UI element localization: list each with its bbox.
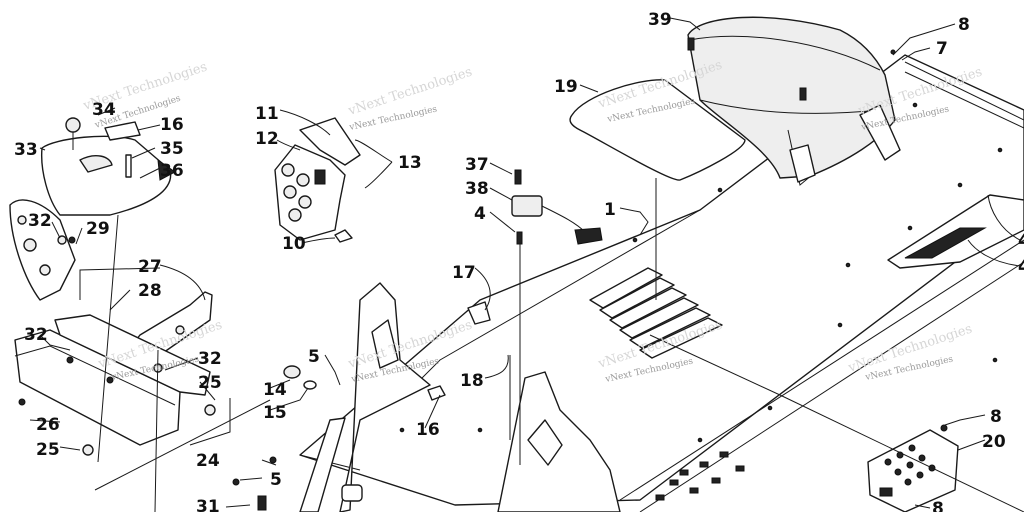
console-cover bbox=[40, 117, 176, 216]
callout-8: 8 bbox=[958, 15, 970, 35]
callout-18: 18 bbox=[460, 371, 484, 391]
callout-35: 35 bbox=[160, 139, 184, 159]
callout-29: 29 bbox=[86, 219, 110, 239]
side-rail bbox=[887, 194, 1024, 269]
seat-mat bbox=[569, 79, 746, 181]
callout-28: 28 bbox=[138, 281, 162, 301]
heat-shield-plate bbox=[867, 429, 959, 512]
steering-post bbox=[299, 417, 363, 512]
callout-36: 36 bbox=[160, 161, 184, 181]
callout-10: 10 bbox=[282, 234, 306, 254]
callout-32: 32 bbox=[28, 211, 52, 231]
callout-8: 8 bbox=[932, 499, 944, 512]
callout-24: 24 bbox=[196, 451, 220, 471]
callout-14: 14 bbox=[263, 380, 287, 400]
callout-5: 5 bbox=[270, 470, 282, 490]
callout-16: 16 bbox=[160, 115, 184, 135]
callout-13: 13 bbox=[398, 153, 422, 173]
callout-37: 37 bbox=[465, 155, 489, 175]
callout-39: 39 bbox=[648, 10, 672, 30]
callout-27: 27 bbox=[138, 257, 162, 277]
wire-harness bbox=[511, 169, 603, 245]
running-board bbox=[14, 314, 211, 446]
callout-32: 32 bbox=[24, 325, 48, 345]
callout-4: 4 bbox=[474, 204, 486, 224]
callout-4: 4 bbox=[1018, 257, 1024, 277]
front-bulkhead-left bbox=[339, 282, 431, 512]
callout-15: 15 bbox=[263, 403, 287, 423]
callout-4: 4 bbox=[1018, 231, 1024, 251]
tunnel-frame bbox=[299, 54, 1024, 512]
side-panel-left bbox=[9, 199, 76, 301]
callout-38: 38 bbox=[465, 179, 489, 199]
callout-8: 8 bbox=[990, 407, 1002, 427]
callout-11: 11 bbox=[255, 104, 279, 124]
tunnel-holes bbox=[655, 451, 745, 501]
callout-34: 34 bbox=[92, 100, 116, 120]
callout-19: 19 bbox=[554, 77, 578, 97]
callout-17: 17 bbox=[452, 263, 476, 283]
callout-26: 26 bbox=[36, 415, 60, 435]
callout-32: 32 bbox=[198, 349, 222, 369]
front-bulkhead-right bbox=[497, 371, 621, 512]
callout-25: 25 bbox=[36, 440, 60, 460]
callout-31: 31 bbox=[196, 497, 220, 512]
callout-7: 7 bbox=[936, 39, 948, 59]
leader-lines bbox=[29, 17, 1024, 512]
callout-16: 16 bbox=[416, 420, 440, 440]
callout-1: 1 bbox=[604, 200, 616, 220]
seat bbox=[687, 16, 901, 186]
callout-12: 12 bbox=[255, 129, 279, 149]
callout-20: 20 bbox=[982, 432, 1006, 452]
callouts: 39 8 7 19 34 16 33 35 36 11 12 13 10 37 … bbox=[14, 10, 1024, 512]
callout-25: 25 bbox=[198, 373, 222, 393]
flap-assembly bbox=[274, 117, 361, 243]
callout-33: 33 bbox=[14, 140, 38, 160]
callout-5: 5 bbox=[308, 347, 320, 367]
